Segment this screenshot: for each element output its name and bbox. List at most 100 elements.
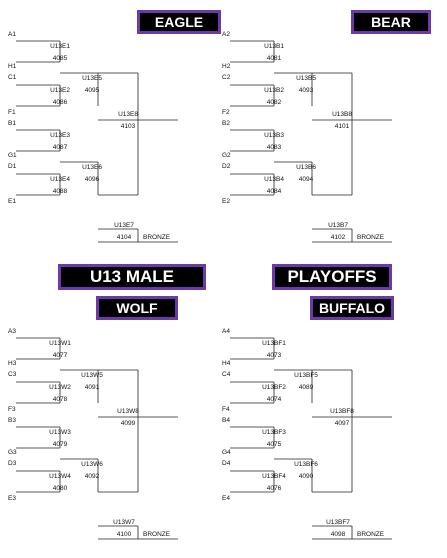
seed-label: A2: [222, 31, 230, 38]
r1-game-number: 4086: [52, 99, 68, 106]
r1-game-number: 4087: [52, 144, 68, 151]
seed-label: E4: [222, 495, 230, 502]
bronze-game-code: U13B7: [328, 222, 348, 229]
wolf-header: WOLF: [96, 296, 178, 320]
seed-label: F2: [222, 109, 230, 116]
r1-game-number: 4088: [52, 188, 68, 195]
seed-label: F3: [8, 406, 16, 413]
r2-game-number: 4093: [298, 87, 314, 94]
final-game-number: 4101: [334, 123, 350, 130]
seed-label: D3: [8, 460, 17, 467]
seed-label: A4: [222, 328, 230, 335]
r2-game-code: U13E6: [82, 164, 102, 171]
seed-label: B3: [8, 417, 16, 424]
seed-label: H1: [8, 63, 17, 70]
r1-game-code: U13B1: [264, 43, 284, 50]
seed-label: D4: [222, 460, 231, 467]
bronze-game-number: 4100: [116, 531, 132, 538]
r1-game-code: U13W3: [49, 429, 71, 436]
r1-game-code: U13E2: [50, 87, 70, 94]
seed-label: H3: [8, 360, 17, 367]
r2-game-number: 4092: [84, 473, 100, 480]
r1-game-code: U13B4: [264, 176, 284, 183]
r1-game-code: U13E4: [50, 176, 70, 183]
seed-label: D2: [222, 163, 231, 170]
r2-game-code: U13E5: [82, 75, 102, 82]
seed-label: C3: [8, 371, 17, 378]
seed-label: A1: [8, 31, 16, 38]
r1-game-code: U13E3: [50, 132, 70, 139]
r1-game-number: 4073: [266, 352, 282, 359]
r1-game-code: U13BF3: [262, 429, 286, 436]
seed-label: F1: [8, 109, 16, 116]
r1-game-code: U13W4: [49, 473, 71, 480]
bronze-label: BRONZE: [143, 531, 171, 538]
seed-label: E2: [222, 198, 230, 205]
r2-game-code: U13B5: [296, 75, 316, 82]
seed-label: G4: [222, 449, 231, 456]
seed-label: B2: [222, 120, 230, 127]
seed-label: D1: [8, 163, 17, 170]
r1-game-number: 4076: [266, 485, 282, 492]
r2-game-number: 4090: [298, 473, 314, 480]
seed-label: C1: [8, 74, 17, 81]
r1-game-number: 4074: [266, 396, 282, 403]
eagle-header: EAGLE: [137, 10, 221, 34]
r1-game-code: U13W2: [49, 384, 71, 391]
seed-label: E1: [8, 198, 16, 205]
r2-game-code: U13B6: [296, 164, 316, 171]
r1-game-code: U13E1: [50, 43, 70, 50]
r1-game-number: 4078: [52, 396, 68, 403]
r2-game-code: U13BF6: [294, 461, 318, 468]
final-game-code: U13B8: [332, 111, 352, 118]
r1-game-code: U13BF2: [262, 384, 286, 391]
r1-game-number: 4083: [266, 144, 282, 151]
r2-game-code: U13W5: [81, 372, 103, 379]
bronze-game-number: 4104: [116, 234, 132, 241]
r1-game-number: 4079: [52, 441, 68, 448]
bronze-label: BRONZE: [357, 234, 385, 241]
r1-game-number: 4077: [52, 352, 68, 359]
r2-game-code: U13W6: [81, 461, 103, 468]
r1-game-code: U13BF1: [262, 340, 286, 347]
final-game-number: 4097: [334, 420, 350, 427]
final-game-code: U13BF8: [330, 408, 354, 415]
playoffs-header: PLAYOFFS: [272, 264, 392, 290]
r1-game-code: U13BF4: [262, 473, 286, 480]
r1-game-number: 4082: [266, 99, 282, 106]
seed-label: F4: [222, 406, 230, 413]
seed-label: H4: [222, 360, 231, 367]
bronze-game-code: U13BF7: [326, 519, 350, 526]
seed-label: C4: [222, 371, 231, 378]
r2-game-number: 4091: [84, 384, 100, 391]
seed-label: B1: [8, 120, 16, 127]
final-game-code: U13E8: [118, 111, 138, 118]
bear-header: BEAR: [351, 10, 431, 34]
r1-game-number: 4081: [266, 55, 282, 62]
bronze-game-code: U13W7: [113, 519, 135, 526]
seed-label: A3: [8, 328, 16, 335]
final-game-number: 4099: [120, 420, 136, 427]
bronze-label: BRONZE: [143, 234, 171, 241]
r1-game-number: 4085: [52, 55, 68, 62]
r1-game-code: U13B3: [264, 132, 284, 139]
bronze-game-number: 4098: [330, 531, 346, 538]
r2-game-number: 4094: [298, 176, 314, 183]
buffalo-header: BUFFALO: [310, 296, 394, 320]
seed-label: G2: [222, 152, 231, 159]
r1-game-code: U13B2: [264, 87, 284, 94]
r1-game-number: 4075: [266, 441, 282, 448]
r1-game-number: 4080: [52, 485, 68, 492]
final-game-code: U13W8: [117, 408, 139, 415]
bronze-game-code: U13E7: [114, 222, 134, 229]
seed-label: C2: [222, 74, 231, 81]
seed-label: G3: [8, 449, 17, 456]
r1-game-number: 4084: [266, 188, 282, 195]
seed-label: G1: [8, 152, 17, 159]
r2-game-number: 4089: [298, 384, 314, 391]
bronze-label: BRONZE: [357, 531, 385, 538]
bronze-game-number: 4102: [330, 234, 346, 241]
seed-label: E3: [8, 495, 16, 502]
r2-game-number: 4095: [84, 87, 100, 94]
